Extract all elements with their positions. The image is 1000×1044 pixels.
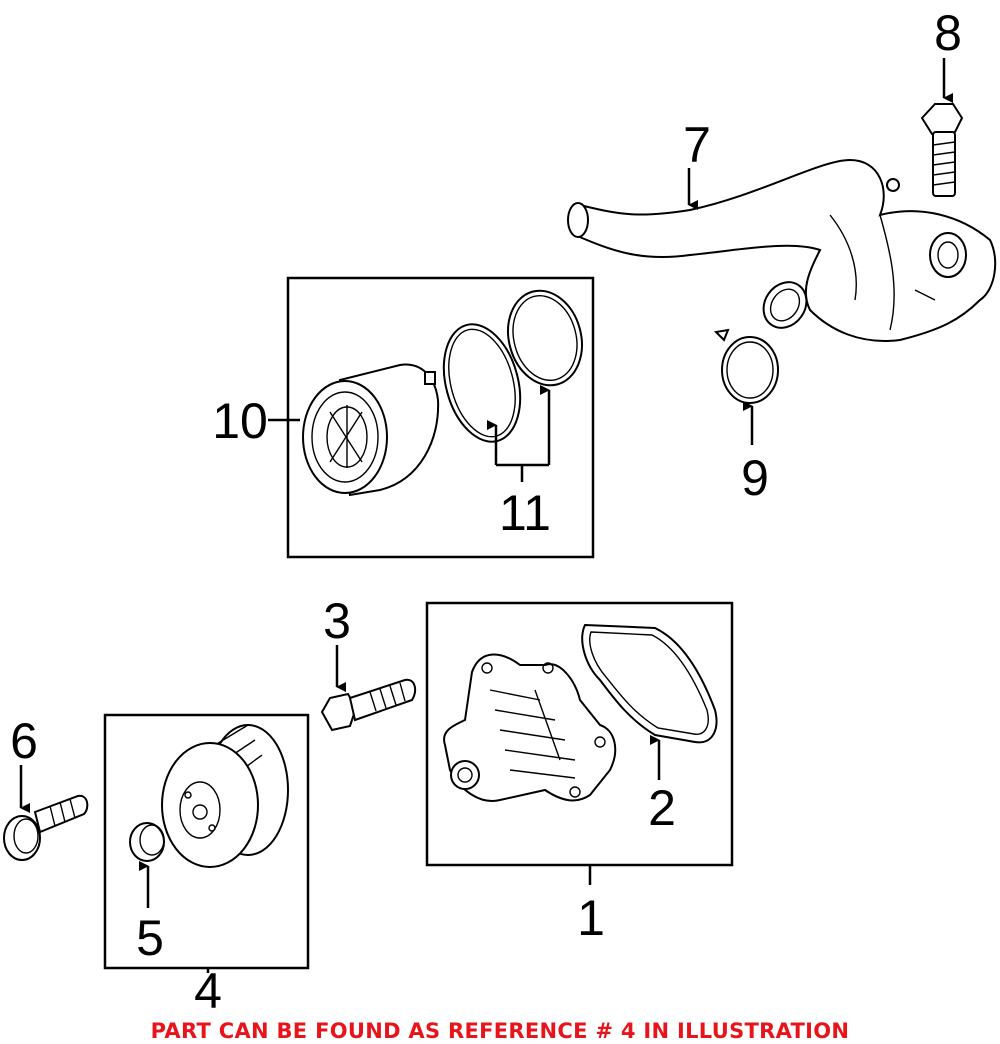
callout-3: 3: [323, 593, 351, 649]
part-9-seal[interactable]: [713, 328, 779, 404]
box-water-pump-group: [425, 601, 734, 867]
part-3-bolt[interactable]: [320, 678, 417, 732]
part-11-o-rings[interactable]: [432, 282, 592, 450]
part-7-thermostat-housing-hose[interactable]: [567, 158, 997, 342]
reference-note: PART CAN BE FOUND AS REFERENCE # 4 IN IL…: [150, 1019, 850, 1043]
box-thermostat-group: [286, 276, 595, 559]
callout-6: 6: [10, 713, 38, 769]
part-8-bolt[interactable]: [920, 103, 964, 197]
callout-10: 10: [212, 393, 268, 449]
callout-2: 2: [648, 780, 676, 836]
callout-1: 1: [577, 890, 605, 946]
part-10-thermostat[interactable]: [302, 363, 440, 497]
callout-5: 5: [136, 910, 164, 966]
callout-11: 11: [499, 485, 551, 541]
part-4-pulley[interactable]: [161, 724, 289, 868]
part-1-water-pump[interactable]: [443, 653, 617, 802]
callout-9: 9: [741, 450, 769, 506]
part-2-gasket[interactable]: [581, 623, 718, 744]
callout-4: 4: [194, 963, 222, 1019]
leader-11: [496, 463, 549, 482]
callout-8: 8: [934, 5, 962, 61]
part-6-bolt[interactable]: [3, 794, 89, 861]
callout-7: 7: [683, 117, 711, 173]
part-5-cap[interactable]: [129, 822, 165, 862]
box-pulley-group: [103, 713, 310, 970]
